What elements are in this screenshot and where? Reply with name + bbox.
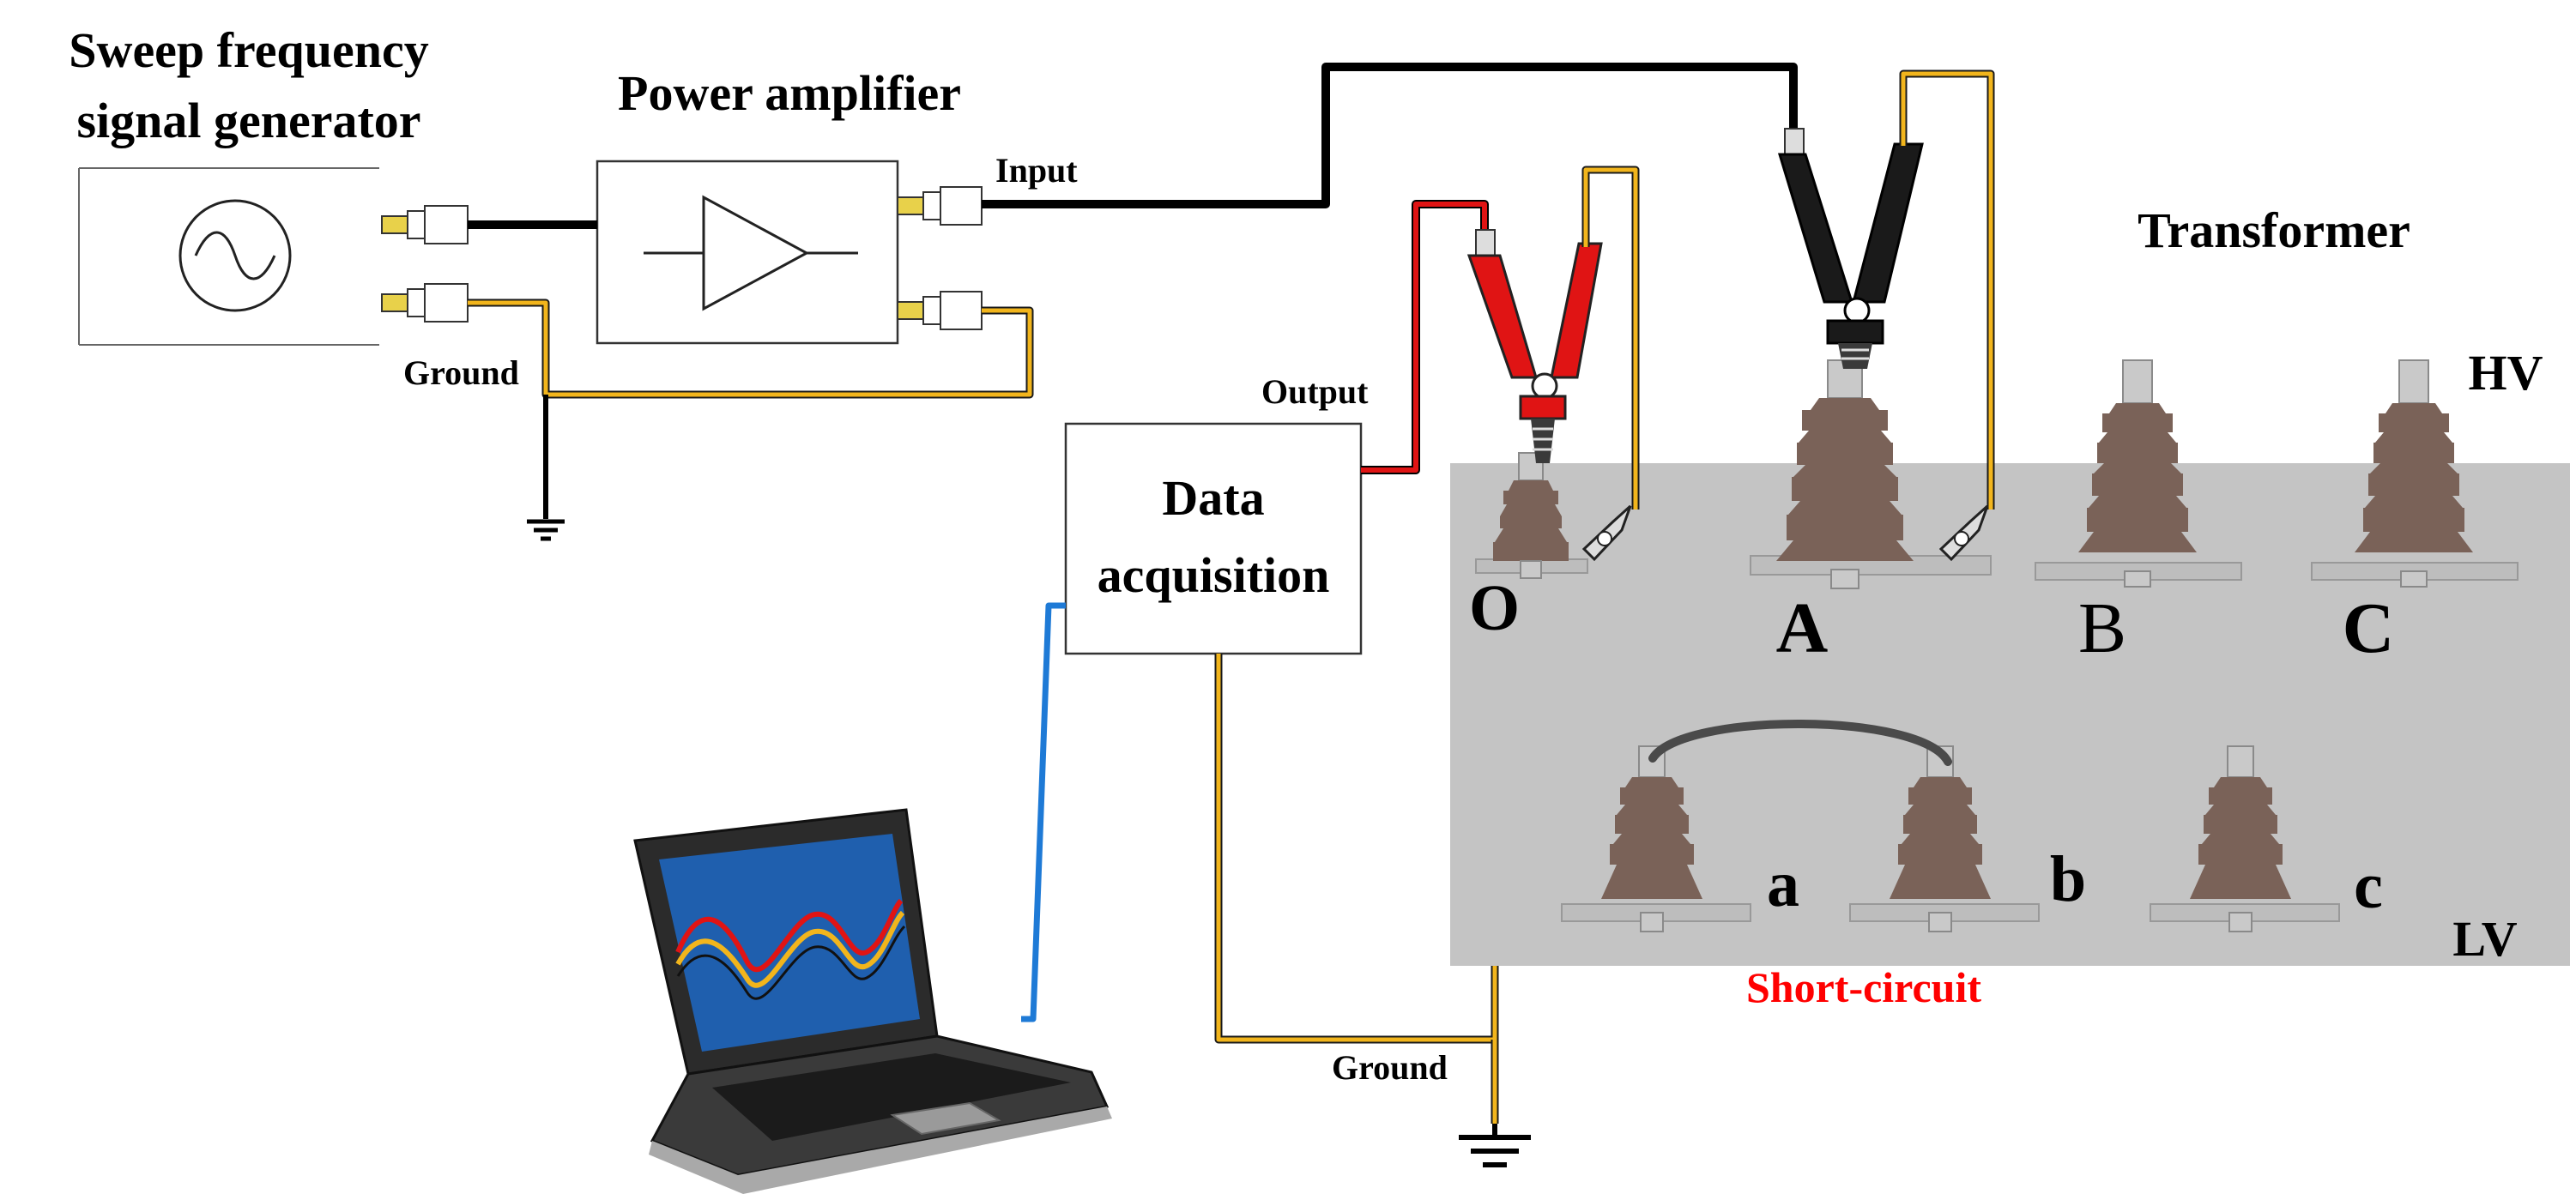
signal-generator-box: [78, 167, 379, 346]
input-label: Input: [995, 151, 1078, 190]
terminal-c-lv-label: c: [2354, 850, 2383, 922]
terminal-a-lv-label: a: [1767, 848, 1799, 920]
ground-label-bottom: Ground: [1332, 1048, 1448, 1087]
laptop-icon: [633, 808, 1112, 1194]
amplifier-ground-connector: [897, 291, 983, 330]
ground-label-left: Ground: [403, 353, 519, 392]
small-clip-o: [1581, 504, 1632, 562]
terminal-a-label: A: [1776, 588, 1829, 668]
data-acquisition-box: [1064, 422, 1363, 655]
short-circuit-label: Short-circuit: [1746, 963, 1981, 1011]
usb-cable: [1021, 602, 1066, 1022]
red-wire-outline: [1361, 200, 1489, 474]
hv-label: HV: [2469, 345, 2543, 401]
small-clip-a: [1938, 504, 1989, 562]
lv-label: LV: [2452, 911, 2517, 967]
data-acquisition-label-line2: acquisition: [1098, 547, 1330, 603]
red-wire: [1361, 202, 1487, 473]
terminal-b-label: B: [2078, 588, 2126, 668]
bushing-c: [2311, 359, 2519, 588]
terminal-c-label: C: [2343, 588, 2395, 668]
sine-wave-icon: [178, 199, 292, 312]
generator-output-connector: [381, 205, 469, 244]
amplifier-label: Power amplifier: [618, 65, 961, 121]
generator-label-line2: signal generator: [76, 93, 420, 148]
generator-ground-connector: [381, 283, 469, 323]
generator-label-line1: Sweep frequency: [69, 22, 428, 78]
black-clamp: [1777, 128, 1924, 369]
power-amplifier-box: [596, 160, 899, 345]
terminal-o-label: O: [1469, 572, 1520, 644]
bushing-c-lv: [2150, 745, 2340, 932]
terminal-b-lv-label: b: [2050, 843, 2086, 915]
short-circuit-jumper: [1648, 720, 1952, 766]
red-clamp: [1466, 229, 1603, 463]
output-label: Output: [1261, 372, 1369, 411]
laptop-screen: [659, 834, 920, 1052]
ground-wire-bottom: [1216, 654, 1497, 1042]
cable-amplifier-to-terminal-a: [982, 63, 1798, 208]
ground-symbol-left: [527, 519, 565, 541]
transformer-label: Transformer: [2138, 202, 2410, 258]
data-acquisition-label-line1: Data: [1162, 470, 1264, 526]
ground-symbol-bottom: [1459, 1124, 1531, 1167]
bushing-b-lv: [1849, 745, 2040, 932]
bushing-a: [1750, 359, 1992, 589]
amplifier-input-connector: [897, 186, 983, 226]
bushing-b: [2035, 359, 2242, 588]
ground-wire-left: [468, 300, 1032, 397]
